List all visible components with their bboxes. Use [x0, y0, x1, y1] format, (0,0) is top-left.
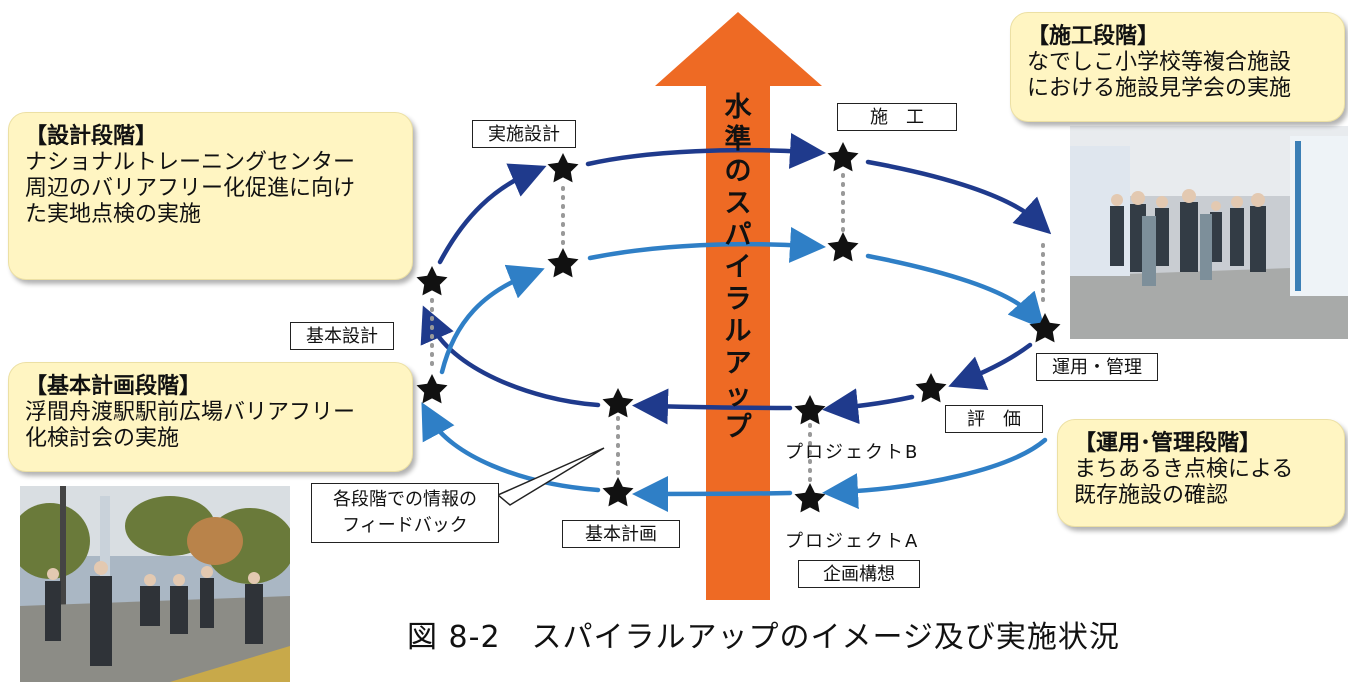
feedback-note-line-2: フィードバック [342, 515, 468, 536]
star-icon [915, 373, 947, 403]
project-b-label: プロジェクトB [785, 442, 920, 463]
callout-unyou-line: 既存施設の確認 [1074, 483, 1229, 508]
stage-label-kihon-keikaku: 基本計画 [562, 520, 680, 548]
construction-site-photo [1070, 126, 1348, 339]
callout-sekkei: 【設計段階】 ナショナルトレーニングセンター 周辺のバリアフリー化促進に向け た… [8, 112, 413, 280]
inner-loop [421, 226, 1048, 512]
stars [416, 142, 1061, 513]
callout-sekkei-line: た実地点検の実施 [25, 202, 202, 227]
vertical-label-char: ラ [724, 284, 752, 315]
star-icon [794, 483, 826, 513]
vertical-label-char: ル [724, 316, 752, 347]
star-icon [547, 153, 579, 183]
callout-sekkei-line: ナショナルトレーニングセンター [25, 150, 356, 175]
star-icon [1029, 313, 1061, 343]
vertical-label-char: の [724, 156, 752, 187]
callout-sekou-line: なでしこ小学校等複合施設 [1027, 50, 1292, 75]
callout-unyou: 【運用･管理段階】 まちあるき点検による 既存施設の確認 [1057, 419, 1345, 527]
callout-unyou-heading: 【運用･管理段階】 [1074, 431, 1262, 456]
stage-label-sekou: 施 工 [837, 103, 957, 131]
figure-caption: 図 8-2 スパイラルアップのイメージ及び実施状況 [407, 620, 1120, 655]
callout-sekou-heading: 【施工段階】 [1027, 24, 1160, 49]
spiral-up-vertical-label: 水準のスパイラルアップ [722, 92, 754, 444]
project-a-label: プロジェクトA [785, 531, 920, 552]
star-icon [827, 232, 859, 262]
star-icon [602, 388, 634, 418]
callout-kihon-keikaku: 【基本計画段階】 浮間舟渡駅駅前広場バリアフリー 化検討会の実施 [8, 362, 413, 472]
station-plaza-photo [20, 486, 290, 682]
callout-sekou-line: における施設見学会の実施 [1027, 76, 1292, 101]
star-icon [794, 395, 826, 425]
callout-kihon-keikaku-line: 浮間舟渡駅駅前広場バリアフリー [25, 400, 356, 425]
dotted-connectors [430, 173, 1045, 484]
stage-label-hyouka: 評 価 [945, 405, 1043, 433]
stage-label-kikaku-kousou: 企画構想 [798, 560, 920, 588]
callout-sekkei-heading: 【設計段階】 [25, 124, 158, 149]
star-icon [827, 142, 859, 172]
stage-label-kihon-sekkei: 基本設計 [290, 322, 394, 350]
callout-unyou-line: まちあるき点検による [1074, 457, 1294, 482]
outer-loop [420, 132, 1052, 425]
callout-kihon-keikaku-line: 化検討会の実施 [25, 426, 180, 451]
vertical-label-char: パ [724, 220, 752, 251]
vertical-label-char: 水 [724, 92, 752, 123]
callout-sekkei-line: 周辺のバリアフリー化促進に向け [25, 176, 356, 201]
star-icon [416, 266, 448, 296]
up-arrow-icon [655, 12, 822, 600]
vertical-label-char: ス [724, 188, 752, 219]
star-icon [602, 477, 634, 507]
feedback-pointer [496, 447, 605, 506]
feedback-note: 各段階での情報の フィードバック [311, 483, 499, 543]
star-icon [416, 374, 448, 404]
callout-kihon-keikaku-heading: 【基本計画段階】 [25, 374, 202, 399]
vertical-label-char: 準 [724, 124, 752, 155]
stage-label-jisshi-sekkei: 実施設計 [472, 120, 576, 148]
star-icon [547, 248, 579, 278]
vertical-label-char: イ [724, 252, 752, 283]
callout-sekou: 【施工段階】 なでしこ小学校等複合施設 における施設見学会の実施 [1010, 12, 1345, 122]
vertical-label-char: プ [724, 412, 752, 443]
feedback-note-line-1: 各段階での情報の [333, 489, 477, 510]
stage-label-unyou-kanri: 運用・管理 [1036, 353, 1158, 381]
vertical-label-char: ッ [724, 380, 752, 411]
vertical-label-char: ア [724, 348, 752, 379]
